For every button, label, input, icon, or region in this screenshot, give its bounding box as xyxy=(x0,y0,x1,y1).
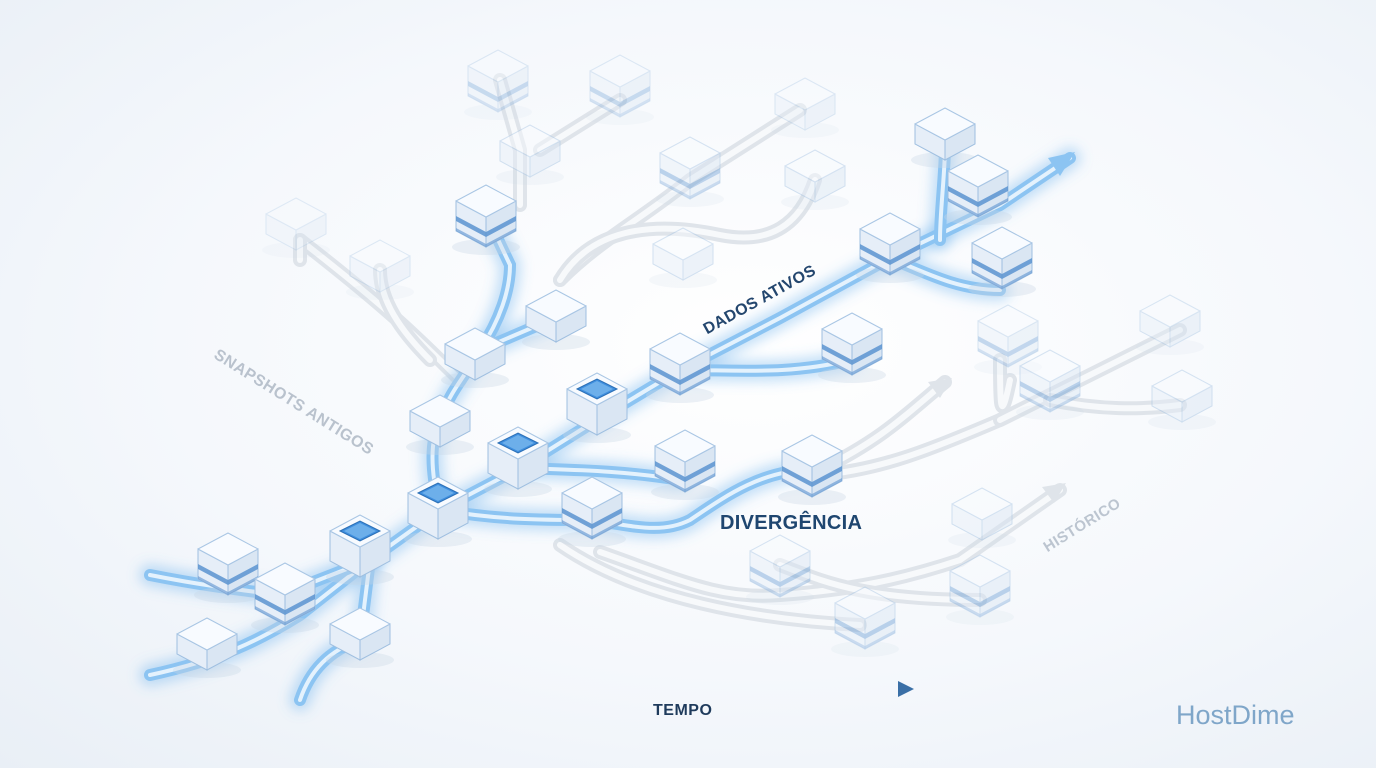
storage-block-node xyxy=(496,124,564,185)
storage-stack-node xyxy=(856,212,924,283)
container-node xyxy=(484,426,552,497)
storage-stack-node xyxy=(646,332,714,403)
storage-block-node xyxy=(948,487,1016,548)
storage-block-node xyxy=(1136,294,1204,355)
faded-path-core xyxy=(377,267,433,363)
storage-block-node xyxy=(326,607,394,668)
storage-stack-node xyxy=(464,49,532,120)
faded-path-core xyxy=(557,542,863,628)
storage-block-node xyxy=(911,107,979,168)
storage-stack-node xyxy=(586,54,654,125)
storage-stack-node xyxy=(651,429,719,500)
storage-stack-node xyxy=(746,534,814,605)
storage-stack-node xyxy=(1016,349,1084,420)
storage-block-node xyxy=(1148,369,1216,430)
storage-stack-node xyxy=(251,562,319,633)
active-path-core xyxy=(438,468,812,530)
container-node xyxy=(326,514,394,585)
storage-block-node xyxy=(522,289,590,350)
faded-arrowhead xyxy=(1042,483,1066,503)
storage-block-node xyxy=(649,227,717,288)
storage-block-node xyxy=(173,617,241,678)
storage-stack-node xyxy=(944,154,1012,225)
faded-path-core xyxy=(537,97,623,153)
faded-path-core xyxy=(597,487,1063,599)
time-label: TEMPO xyxy=(653,702,713,719)
faded-path-core xyxy=(997,327,1183,423)
storage-stack-node xyxy=(452,184,520,255)
container-node xyxy=(563,372,631,443)
storage-block-node xyxy=(781,149,849,210)
storage-stack-node xyxy=(656,136,724,207)
active-arrowhead xyxy=(1048,152,1075,176)
storage-stack-node xyxy=(831,586,899,657)
brand-logo-text: HostDime xyxy=(1176,700,1295,730)
faded-path-core xyxy=(817,392,1053,478)
faded-path-core xyxy=(497,77,523,208)
storage-stack-node xyxy=(558,476,626,547)
faded-arrowhead xyxy=(928,378,952,398)
storage-nodes xyxy=(173,49,1216,678)
storage-block-node xyxy=(771,77,839,138)
faded-path-core xyxy=(1047,397,1183,412)
storage-stack-node xyxy=(778,434,846,505)
path-arrows xyxy=(928,152,1075,503)
faded-path-core xyxy=(557,177,818,283)
time-arrow xyxy=(470,681,914,697)
faded-history-paths xyxy=(293,73,1187,632)
storage-block-node xyxy=(441,327,509,388)
container-node xyxy=(404,476,472,547)
faded-path-core xyxy=(777,562,983,603)
storage-stack-node xyxy=(946,554,1014,625)
storage-stack-node xyxy=(974,304,1042,375)
storage-block-node xyxy=(346,239,414,300)
divergence-label: DIVERGÊNCIA xyxy=(720,512,863,534)
storage-block-node xyxy=(262,197,330,258)
faded-path-core xyxy=(997,357,1013,410)
storage-block-node xyxy=(406,394,474,455)
storage-stack-node xyxy=(968,226,1036,297)
storage-stack-node xyxy=(194,532,262,603)
storage-stack-node xyxy=(818,312,886,383)
